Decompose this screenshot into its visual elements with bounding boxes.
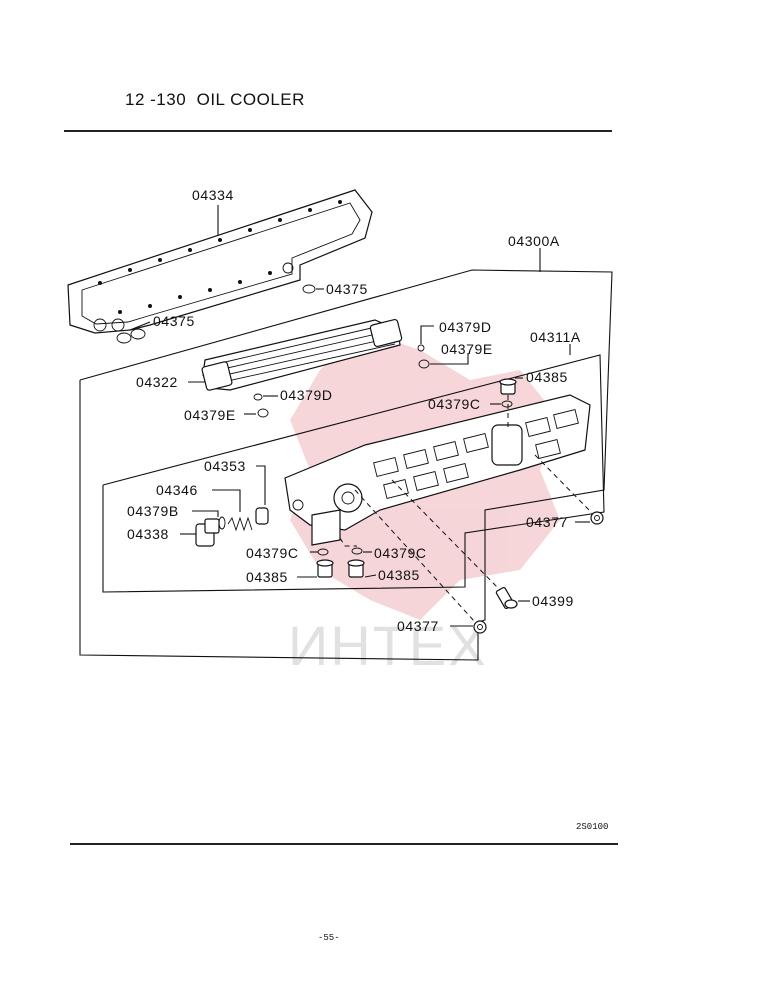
- callout-04379C-top: 04379C: [428, 396, 481, 412]
- callout-04399: 04399: [532, 593, 574, 609]
- callout-04377-right: 04377: [526, 514, 568, 530]
- plug-04338: [195, 518, 220, 547]
- callout-04385-top: 04385: [526, 369, 568, 385]
- callout-04322: 04322: [136, 374, 178, 390]
- header-rule: [64, 130, 612, 132]
- callout-04379B: 04379B: [127, 503, 179, 519]
- watermark-text: ИНТЕХ: [288, 614, 488, 677]
- assembly-outline-04311A: [102, 354, 605, 593]
- callout-04379C-lower-left: 04379C: [246, 545, 299, 561]
- callout-04379E-upper: 04379E: [441, 341, 493, 357]
- callout-04377-bottom: 04377: [397, 618, 439, 634]
- gasket-04379E-upper: [418, 359, 430, 369]
- page-number: -55-: [318, 933, 340, 943]
- callout-04334: 04334: [192, 187, 234, 203]
- figure-code: 2S0100: [576, 822, 609, 832]
- assembly-outline-04300A: [79, 269, 613, 661]
- o-ring-04375-upper: [302, 284, 316, 294]
- gasket-04379D-lower: [253, 393, 263, 401]
- gasket-04379B: [218, 516, 226, 530]
- cooler-case: [284, 394, 591, 546]
- callout-04375-upper: 04375: [326, 281, 368, 297]
- gasket-04334: [67, 189, 373, 334]
- callout-04379C-lower-right: 04379C: [374, 545, 427, 561]
- cooler-element-04322: [201, 318, 403, 391]
- callout-04353: 04353: [204, 458, 246, 474]
- callout-04300A: 04300A: [508, 233, 560, 249]
- nut-04377-right: [590, 511, 604, 525]
- gasket-04379C-top: [501, 400, 513, 408]
- plug-04385-top: [499, 378, 517, 395]
- callout-04379D-upper: 04379D: [439, 319, 492, 335]
- nut-04377-bottom: [473, 620, 487, 634]
- leader-lines: [129, 205, 590, 627]
- gasket-04379C-lower-right: [351, 547, 363, 555]
- valve-04353: [255, 507, 269, 525]
- callout-04338: 04338: [127, 526, 169, 542]
- plug-04385-lower-left: [316, 559, 334, 578]
- gasket-04379D-upper: [417, 344, 425, 352]
- callout-04379E-lower: 04379E: [184, 407, 236, 423]
- callout-04375-left: 04375: [153, 313, 195, 329]
- bolt-04399: [495, 586, 518, 610]
- plug-04385-lower-right: [347, 559, 365, 578]
- page-title: 12 -130 OIL COOLER: [125, 90, 305, 109]
- o-ring-04375-left-2: [130, 328, 146, 340]
- footer-rule: [70, 843, 618, 845]
- callout-04379D-lower: 04379D: [280, 387, 333, 403]
- spring-04346: [227, 516, 253, 532]
- gasket-04379E-lower: [257, 408, 269, 418]
- callout-04385-lower-left: 04385: [246, 569, 288, 585]
- o-ring-04375-left-1: [116, 332, 132, 344]
- callout-04346: 04346: [156, 482, 198, 498]
- callout-04311A: 04311A: [530, 329, 581, 345]
- callout-04385-lower-right: 04385: [378, 567, 420, 583]
